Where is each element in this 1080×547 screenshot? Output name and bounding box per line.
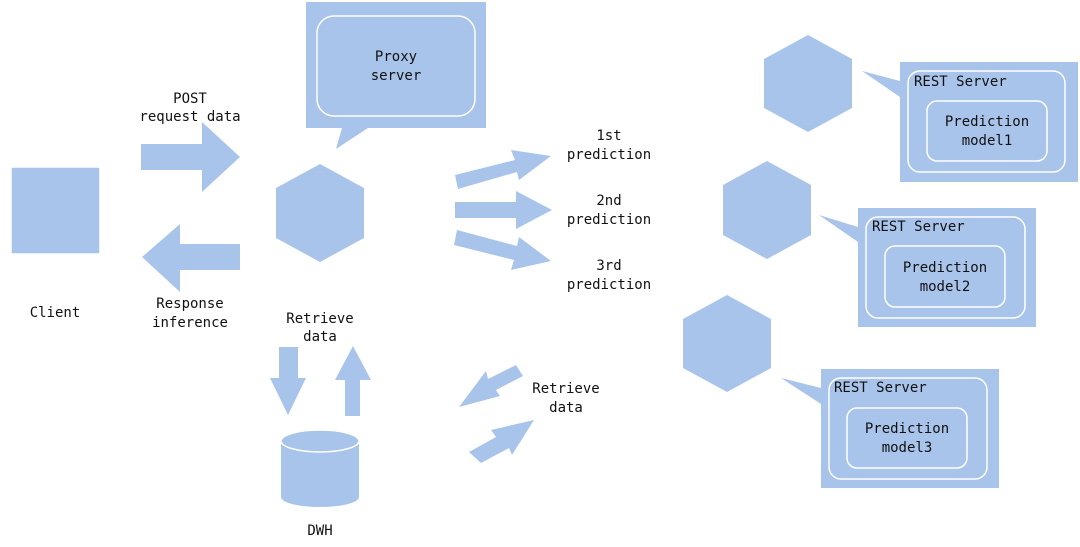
retrieve-left-line1: Retrieve (286, 311, 353, 327)
response-arrow: Response inference (142, 224, 240, 331)
down-arrow-icon (270, 347, 306, 415)
right-arrow-icon (141, 122, 240, 192)
retrieve-right-line1: Retrieve (532, 381, 599, 397)
rest-server-3: REST Server Prediction model3 (781, 369, 999, 488)
model-3-line2: model3 (882, 440, 933, 456)
response-label-line2: inference (152, 315, 228, 331)
post-request-arrow: POST request data (139, 91, 241, 192)
prediction-labels: 1st prediction 2nd prediction 3rd predic… (567, 128, 651, 293)
database-body (281, 441, 359, 507)
rest-server-1: REST Server Prediction model1 (862, 62, 1078, 182)
rest-server-2: REST Server Prediction model2 (819, 208, 1036, 327)
prediction-arrow-2 (455, 191, 552, 229)
model-1-line1: Prediction (945, 114, 1029, 130)
model2-hexagon-icon (723, 161, 811, 259)
post-label-line1: POST (173, 91, 207, 107)
server-callout-shape (781, 369, 999, 488)
model-box (846, 407, 968, 469)
proxy-hexagon-icon (276, 164, 364, 262)
client-node: Client (10, 166, 101, 321)
prediction-arrow-3 (454, 230, 551, 270)
prediction-2-line2: prediction (567, 212, 651, 228)
prediction-arrow-1 (455, 150, 551, 189)
prediction-3-line1: 3rd (596, 258, 621, 274)
post-label-line2: request data (139, 109, 240, 125)
model1-hexagon-icon (764, 35, 852, 132)
prediction-arrows (454, 150, 552, 270)
model-box (926, 100, 1048, 162)
server-frame (865, 216, 1026, 319)
dwh-label: DWH (307, 523, 332, 539)
retrieve-right-line2: data (549, 400, 583, 416)
prediction-1-line1: 1st (596, 128, 621, 144)
database-icon (280, 429, 360, 453)
dwh-database: DWH (280, 429, 360, 539)
client-label: Client (30, 305, 81, 321)
retrieve-left-line2: data (303, 329, 337, 345)
model-1-line2: model1 (962, 133, 1013, 149)
server-frame (828, 377, 988, 480)
prediction-2-line1: 2nd (596, 193, 621, 209)
server-1-title: REST Server (914, 74, 1007, 90)
proxy-label-line1: Proxy (375, 49, 417, 65)
arrow-right-up-icon (469, 420, 534, 463)
server-frame (907, 70, 1066, 173)
prediction-3-line2: prediction (567, 277, 651, 293)
model-box (884, 245, 1006, 308)
server-2-title: REST Server (872, 219, 965, 235)
server-callout-shape (819, 208, 1036, 327)
retrieve-data-left: Retrieve data (270, 311, 371, 416)
retrieve-data-right: Retrieve data (459, 365, 600, 463)
model3-hexagon-icon (683, 295, 771, 392)
proxy-server-callout: Proxy server (306, 2, 486, 149)
prediction-1-line2: prediction (567, 147, 651, 163)
left-arrow-icon (142, 224, 240, 292)
model-3-line1: Prediction (865, 421, 949, 437)
response-label-line1: Response (156, 296, 223, 312)
model-2-line2: model2 (920, 279, 971, 295)
server-callout-shape (862, 62, 1078, 182)
up-arrow-icon (335, 346, 371, 416)
server-3-title: REST Server (834, 380, 927, 396)
proxy-label-line2: server (371, 68, 422, 84)
proxy-inner-box (316, 15, 476, 117)
arrow-left-up-icon (459, 365, 523, 407)
model-2-line1: Prediction (903, 260, 987, 276)
client-box (10, 166, 101, 255)
